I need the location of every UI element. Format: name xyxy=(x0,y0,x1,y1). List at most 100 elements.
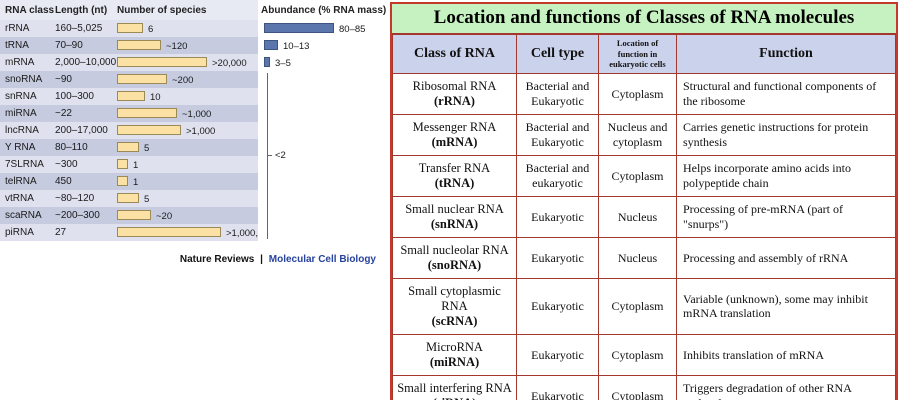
rna-class-label: rRNA xyxy=(5,23,30,34)
rna-class-label: vtRNA xyxy=(5,193,34,204)
class-name: Small nuclear RNA xyxy=(405,201,504,216)
rna-class-label: scaRNA xyxy=(5,210,42,221)
rna-class-label: Y RNA xyxy=(5,142,36,153)
species-count-bar xyxy=(117,176,128,186)
rna-row: scaRNA~200–300~20 xyxy=(0,207,384,224)
rna-class-label: lncRNA xyxy=(5,125,39,136)
species-count-bar xyxy=(117,91,145,101)
abundance-bar xyxy=(264,57,270,67)
length-value: 450 xyxy=(55,176,72,187)
rna-classes-bar-chart: RNA class Length (nt) Number of species … xyxy=(0,0,387,280)
class-cell: Transfer RNA(tRNA) xyxy=(392,154,517,197)
abundance-bracket-tick xyxy=(267,155,272,156)
abundance-bracket xyxy=(267,73,268,239)
rna-function-row: Messenger RNA(mRNA)Bacterial and Eukaryo… xyxy=(392,113,896,156)
class-name: Messenger RNA xyxy=(412,119,497,134)
cell-type-cell: Bacterial and eukaryotic xyxy=(516,154,599,197)
species-count-bar xyxy=(117,193,139,203)
cell-type-cell: Eukaryotic xyxy=(516,374,599,400)
species-count-label: 5 xyxy=(144,142,150,154)
species-count-bar xyxy=(117,108,177,118)
species-count-label: ~20 xyxy=(156,210,173,222)
abundance-label: 3–5 xyxy=(275,57,291,69)
rna-class-label: telRNA xyxy=(5,176,37,187)
rna-class-label: snoRNA xyxy=(5,74,43,85)
rna-row: mRNA 2,000–10,000 >20,000 3–5 xyxy=(0,54,384,71)
abundance-cell xyxy=(258,190,384,207)
function-cell: Structural and functional components of … xyxy=(676,72,896,115)
function-cell: Helps incorporate amino acids into polyp… xyxy=(676,154,896,197)
col-header-abundance: Abundance (% RNA mass) xyxy=(261,5,387,16)
abundance-cell xyxy=(258,88,384,105)
species-count-label: >1,000 xyxy=(186,125,216,137)
rna-class-label: mRNA xyxy=(5,57,35,68)
class-abbr: (snoRNA) xyxy=(427,257,482,272)
function-cell: Processing of pre-mRNA (part of "snurps"… xyxy=(676,195,896,238)
length-value: 100–300 xyxy=(55,91,94,102)
length-value: 2,000–10,000 xyxy=(55,57,117,68)
col-header-rna-class: RNA class xyxy=(5,5,55,16)
abundance-cell: 10–13 xyxy=(258,37,384,54)
row-stripe: vtRNA ~80–120 5 xyxy=(0,190,258,207)
abundance-bar xyxy=(264,40,278,50)
class-cell: Messenger RNA(mRNA) xyxy=(392,113,517,156)
class-cell: Small nucleolar RNA(snoRNA) xyxy=(392,236,517,279)
rna-class-label: tRNA xyxy=(5,40,29,51)
rna-class-label: snRNA xyxy=(5,91,37,102)
abundance-cell xyxy=(258,139,384,156)
species-count-label: >20,000 xyxy=(212,57,247,69)
class-name: Small cytoplasmic RNA xyxy=(408,283,501,313)
location-cell: Cytoplasm xyxy=(598,72,677,115)
species-count-label: 1 xyxy=(133,176,139,188)
location-cell: Nucleus xyxy=(598,195,677,238)
location-cell: Nucleus xyxy=(598,236,677,279)
abundance-label: 80–85 xyxy=(339,23,366,35)
abundance-label: 10–13 xyxy=(283,40,310,52)
species-count-bar xyxy=(117,74,167,84)
rna-class-label: piRNA xyxy=(5,227,34,238)
species-count-bar xyxy=(117,23,143,33)
class-abbr: (miRNA) xyxy=(429,354,480,369)
location-cell: Nucleus and cytoplasm xyxy=(598,113,677,156)
class-abbr: (snRNA) xyxy=(430,216,479,231)
abundance-cell: 80–85 xyxy=(258,20,384,37)
rna-class-label: 7SLRNA xyxy=(5,159,44,170)
row-stripe: scaRNA~200–300~20 xyxy=(0,207,258,224)
chart-column-headers: RNA class Length (nt) Number of species … xyxy=(0,0,387,20)
rna-row: lncRNA 200–17,000 >1,000 xyxy=(0,122,384,139)
class-cell: Small interfering RNA(siRNA) xyxy=(392,374,517,400)
abundance-cell xyxy=(258,207,384,224)
species-count-label: ~200 xyxy=(172,74,194,86)
class-abbr: (mRNA) xyxy=(431,134,478,149)
species-count-label: 5 xyxy=(144,193,150,205)
caption-brand: Nature Reviews xyxy=(179,254,255,265)
abundance-cell xyxy=(258,224,384,241)
row-stripe: telRNA 450 1 xyxy=(0,173,258,190)
length-value: ~90 xyxy=(55,74,72,85)
class-name: Transfer RNA xyxy=(418,160,491,175)
length-value: 70–90 xyxy=(55,40,83,51)
function-cell: Carries genetic instructions for protein… xyxy=(676,113,896,156)
species-count-bar xyxy=(117,210,151,220)
length-value: 200–17,000 xyxy=(55,125,108,136)
header-stripe xyxy=(0,0,258,20)
th-cell-type: Cell type xyxy=(516,34,599,74)
row-stripe: lncRNA 200–17,000 >1,000 xyxy=(0,122,258,139)
table-header-row: Class of RNA Cell type Location of funct… xyxy=(392,34,896,74)
class-cell: Small nuclear RNA(snRNA) xyxy=(392,195,517,238)
species-count-bar xyxy=(117,57,207,67)
class-cell: Ribosomal RNA(rRNA) xyxy=(392,72,517,115)
length-value: ~80–120 xyxy=(55,193,95,204)
species-count-bar xyxy=(117,142,139,152)
cell-type-cell: Eukaryotic xyxy=(516,195,599,238)
location-cell: Cytoplasm xyxy=(598,277,677,335)
